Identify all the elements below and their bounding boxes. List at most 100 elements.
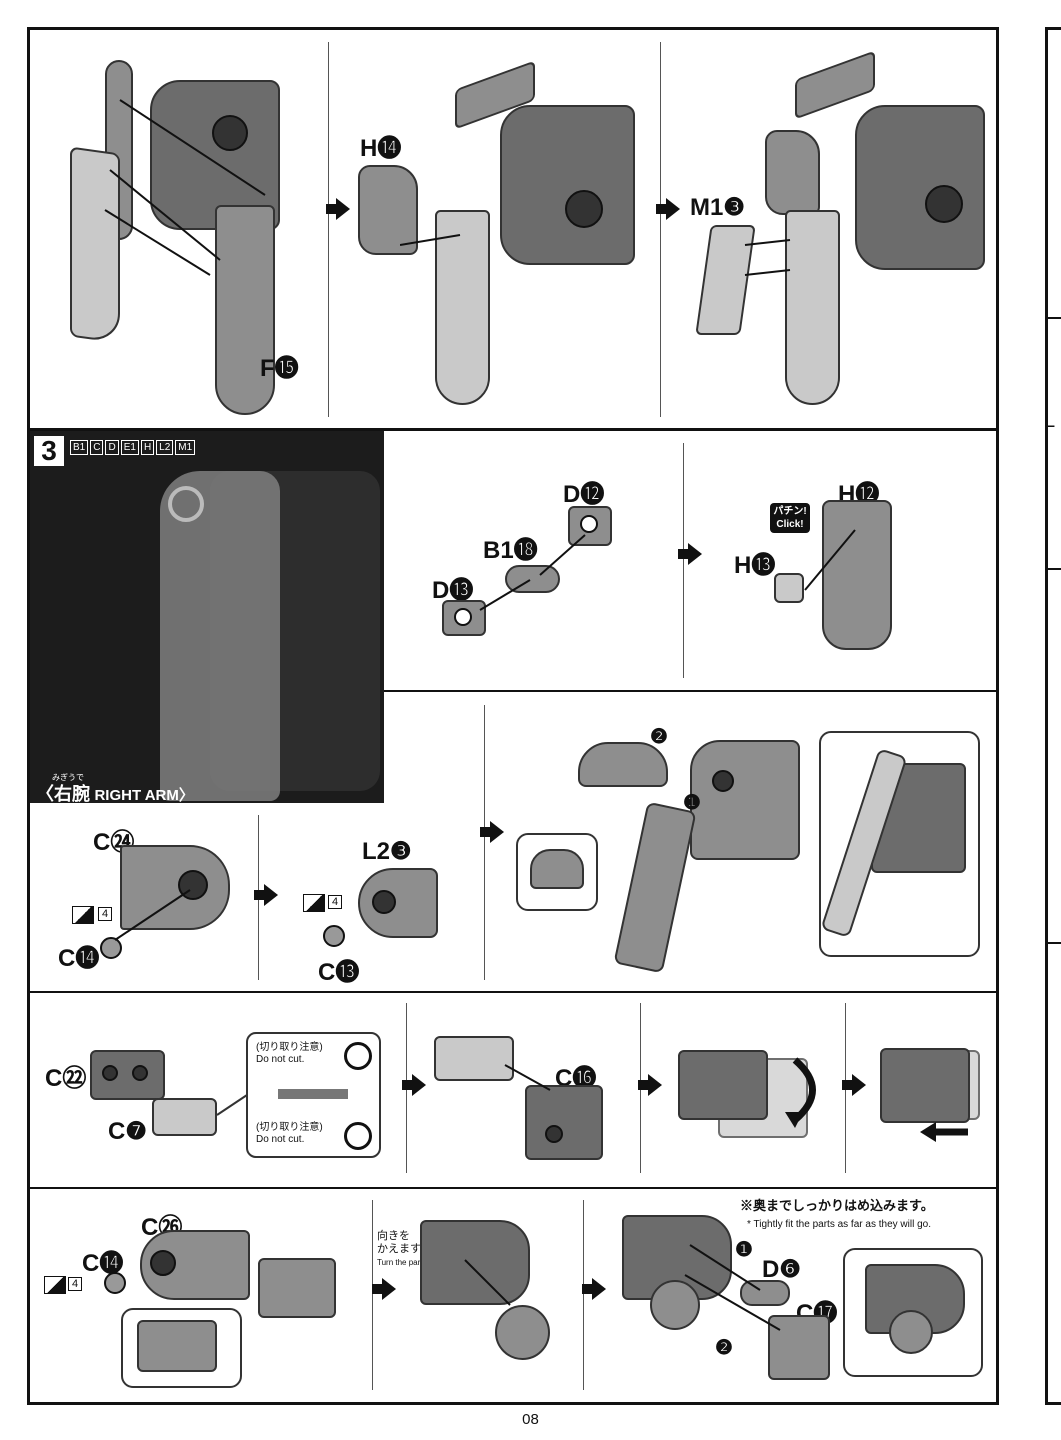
next-page-frame bbox=[1045, 27, 1061, 1405]
hole-d13 bbox=[454, 608, 472, 626]
step-number: 3 bbox=[41, 435, 57, 466]
step-arrow-sub4b bbox=[582, 1278, 606, 1300]
no-cut-icon-2 bbox=[344, 1122, 372, 1150]
caution-jp-1: (切り取り注意) bbox=[256, 1042, 323, 1053]
part-l23 bbox=[358, 868, 438, 938]
label-d12: D⓬ bbox=[563, 481, 605, 508]
hole-c22-b bbox=[132, 1065, 148, 1081]
step-arrow-sub4a bbox=[372, 1278, 396, 1300]
hole-c22-a bbox=[102, 1065, 118, 1081]
part-cap bbox=[578, 742, 668, 787]
inset-cap-detail bbox=[516, 833, 598, 911]
divider-sub1 bbox=[384, 690, 999, 692]
right-divider-2 bbox=[1045, 568, 1061, 570]
assembly-front-block bbox=[678, 1050, 768, 1120]
arm-joint-highlight bbox=[168, 486, 204, 522]
label-c7: C❼ bbox=[108, 1118, 147, 1145]
part-c24 bbox=[120, 845, 230, 930]
assembly-arrows-1 bbox=[104, 99, 266, 276]
label-d6: D❻ bbox=[762, 1256, 801, 1283]
step-arrow-top-2 bbox=[656, 198, 680, 220]
part-box-sub4 bbox=[258, 1258, 336, 1318]
turn-label-jp: 向きを かえます。 bbox=[377, 1230, 431, 1255]
part-ball-joint bbox=[495, 1305, 550, 1360]
callout-pointer bbox=[216, 1094, 248, 1116]
part-c13 bbox=[323, 925, 345, 947]
hole-hip-armor bbox=[712, 770, 734, 792]
part-b118 bbox=[505, 565, 560, 593]
inset-sub4-detail bbox=[121, 1308, 242, 1388]
caution-en-2: Do not cut. bbox=[256, 1134, 305, 1145]
section-title-jp: 〈右腕 bbox=[36, 784, 90, 804]
divider-sub2 bbox=[27, 991, 999, 993]
step-marker-1: ❶ bbox=[683, 792, 701, 814]
runner-badge: B1 bbox=[70, 440, 89, 455]
assembly-arrow-sub4 bbox=[464, 1259, 511, 1306]
divider-top-panel bbox=[27, 428, 999, 431]
step-number-box: 3 bbox=[34, 435, 64, 466]
runner-badge: D bbox=[105, 440, 119, 455]
step-marker-c17: ❷ bbox=[715, 1337, 733, 1359]
assembly-arrow-2 bbox=[400, 234, 461, 246]
turn-label-en: Turn the part. bbox=[377, 1258, 425, 1267]
part-h14-attached bbox=[765, 130, 820, 215]
label-h13: H⓭ bbox=[734, 552, 776, 579]
part-c7-attached bbox=[434, 1036, 514, 1081]
step-marker-d6: ❶ bbox=[735, 1239, 753, 1261]
step-arrow-sub3c bbox=[842, 1074, 866, 1096]
fit-note-jp: ※奥までしっかりはめ込みます。 bbox=[740, 1198, 934, 1213]
right-divider-3 bbox=[1045, 942, 1061, 944]
label-f15: F⓯ bbox=[260, 355, 299, 382]
cut-count-2: 4 bbox=[328, 895, 343, 909]
cut-count-1: 4 bbox=[98, 907, 113, 921]
step-arrow-sub3a bbox=[402, 1074, 426, 1096]
step3-photo-panel bbox=[30, 431, 384, 803]
shoulder-block-3 bbox=[855, 105, 985, 270]
cut-icon-3 bbox=[44, 1276, 66, 1294]
runner-badge: H bbox=[140, 440, 155, 455]
label-m13: M1❸ bbox=[690, 194, 745, 221]
binder-2 bbox=[435, 210, 490, 405]
label-h14: H⓮ bbox=[360, 135, 402, 162]
runner-badge: M1 bbox=[175, 440, 196, 455]
right-column-letter: L bbox=[1044, 410, 1056, 432]
assembly-arrow-sub1b bbox=[804, 529, 856, 591]
assembly-arrows-3 bbox=[744, 239, 791, 276]
section-title-en: RIGHT ARM〉 bbox=[94, 787, 194, 804]
assembly-arrow-sub3 bbox=[504, 1064, 551, 1091]
slide-arrow bbox=[920, 1122, 968, 1142]
click-en: Click! bbox=[776, 519, 804, 530]
section-ruby: みぎうで bbox=[52, 773, 84, 782]
label-c14: C⓮ bbox=[58, 945, 100, 972]
shoulder-joint-1 bbox=[212, 115, 248, 151]
click-bubble: パチン! Click! bbox=[770, 503, 810, 533]
main-instruction-frame bbox=[27, 27, 999, 1405]
fit-note-en: * Tightly fit the parts as far as they w… bbox=[747, 1219, 931, 1230]
assembly-arrows-sub1 bbox=[479, 534, 586, 611]
cut-count-3: 4 bbox=[68, 1277, 83, 1291]
section-title: 〈右腕 RIGHT ARM〉 bbox=[36, 780, 194, 806]
part-c14-sub4 bbox=[104, 1272, 126, 1294]
runner-badge: L2 bbox=[156, 440, 174, 455]
shoulder-joint-2 bbox=[565, 190, 603, 228]
hole-c26 bbox=[150, 1250, 176, 1276]
hole-l23 bbox=[372, 890, 396, 914]
assembly-turned bbox=[420, 1220, 530, 1305]
rotate-arrow bbox=[785, 1057, 816, 1128]
assembly-arrows-sub4b bbox=[684, 1244, 781, 1331]
label-l23: L2❸ bbox=[362, 838, 412, 865]
caution-en-1: Do not cut. bbox=[256, 1054, 305, 1065]
label-b118: B1⓲ bbox=[483, 537, 538, 564]
inset-final-assembly bbox=[843, 1248, 983, 1377]
caution-jp-2: (切り取り注意) bbox=[256, 1122, 323, 1133]
step-arrow-top-1 bbox=[326, 198, 350, 220]
hole-c16 bbox=[545, 1125, 563, 1143]
no-cut-icon-1 bbox=[344, 1042, 372, 1070]
part-c14 bbox=[100, 937, 122, 959]
assembly-arrows-sub2a bbox=[114, 889, 191, 941]
part-c16 bbox=[525, 1085, 603, 1160]
cut-icon-2 bbox=[303, 894, 325, 912]
runner-badge: C bbox=[90, 440, 104, 455]
shoulder-joint-3 bbox=[925, 185, 963, 223]
